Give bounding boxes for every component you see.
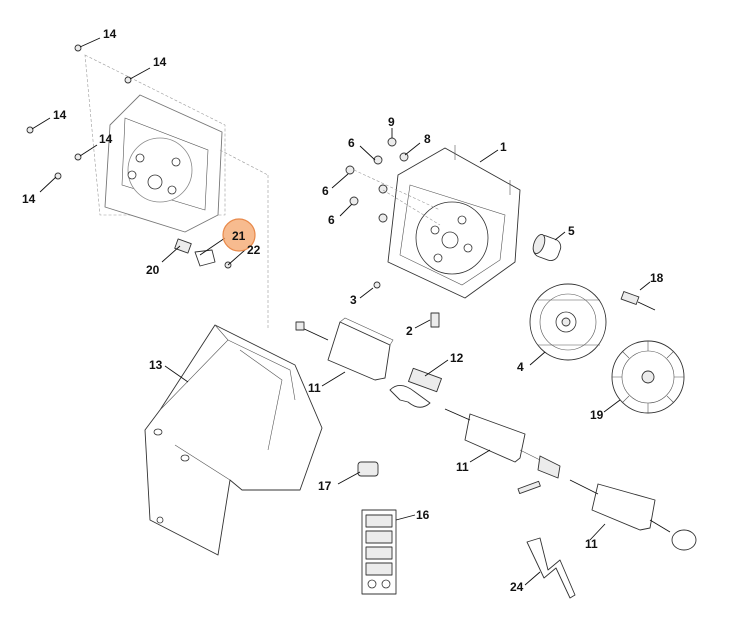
part-4-motor [529,283,607,361]
callout-11[interactable]: 11 [308,381,321,395]
callout-14[interactable]: 14 [103,27,117,41]
part-17-connector [357,461,379,477]
callout-labels: 14 14 14 14 14 21 20 22 13 9 8 6 6 6 1 5… [22,27,664,594]
callout-11[interactable]: 11 [585,537,598,551]
rear-mounting-plate [84,54,269,330]
callout-6[interactable]: 6 [322,184,329,198]
part-13-chute [144,324,323,556]
callout-9[interactable]: 9 [388,115,395,129]
callout-4[interactable]: 4 [517,360,524,374]
connector-20-21-22 [174,238,232,269]
part-18-sensor [620,291,656,311]
highlight-circle [222,218,256,252]
part-2-strip [430,312,440,328]
callout-14[interactable]: 14 [53,108,67,122]
callout-21[interactable]: 21 [232,229,246,243]
pin [517,480,541,495]
part-5-capacitor [532,233,562,261]
callout-17[interactable]: 17 [318,479,332,493]
callout-18[interactable]: 18 [650,271,664,285]
callout-14[interactable]: 14 [99,132,113,146]
part-11-switch-b [444,408,561,479]
callout-6[interactable]: 6 [328,213,335,227]
callout-8[interactable]: 8 [424,132,431,146]
part-19-fan [611,340,685,414]
leader-lines [31,37,651,586]
screw-14-group [26,44,132,180]
callout-13[interactable]: 13 [149,358,163,372]
callout-24[interactable]: 24 [510,580,524,594]
bolts-group [345,137,441,289]
callout-6[interactable]: 6 [348,136,355,150]
callout-16[interactable]: 16 [416,508,430,522]
callout-14[interactable]: 14 [153,55,167,69]
callout-20[interactable]: 20 [146,263,160,277]
callout-12[interactable]: 12 [450,351,464,365]
part-11-switch-a [295,317,394,381]
callout-11[interactable]: 11 [456,460,469,474]
callout-3[interactable]: 3 [350,293,357,307]
part-1-motor-plate [387,145,521,299]
part-24-clip [526,537,576,599]
part-12-bracket [389,367,442,408]
callout-2[interactable]: 2 [406,324,413,338]
callout-5[interactable]: 5 [568,224,575,238]
callout-22[interactable]: 22 [247,243,261,257]
part-16-warning-label [361,509,397,595]
callout-14[interactable]: 14 [22,192,36,206]
part-11-switch-c [569,479,697,551]
callout-19[interactable]: 19 [590,408,604,422]
callout-1[interactable]: 1 [500,140,507,154]
